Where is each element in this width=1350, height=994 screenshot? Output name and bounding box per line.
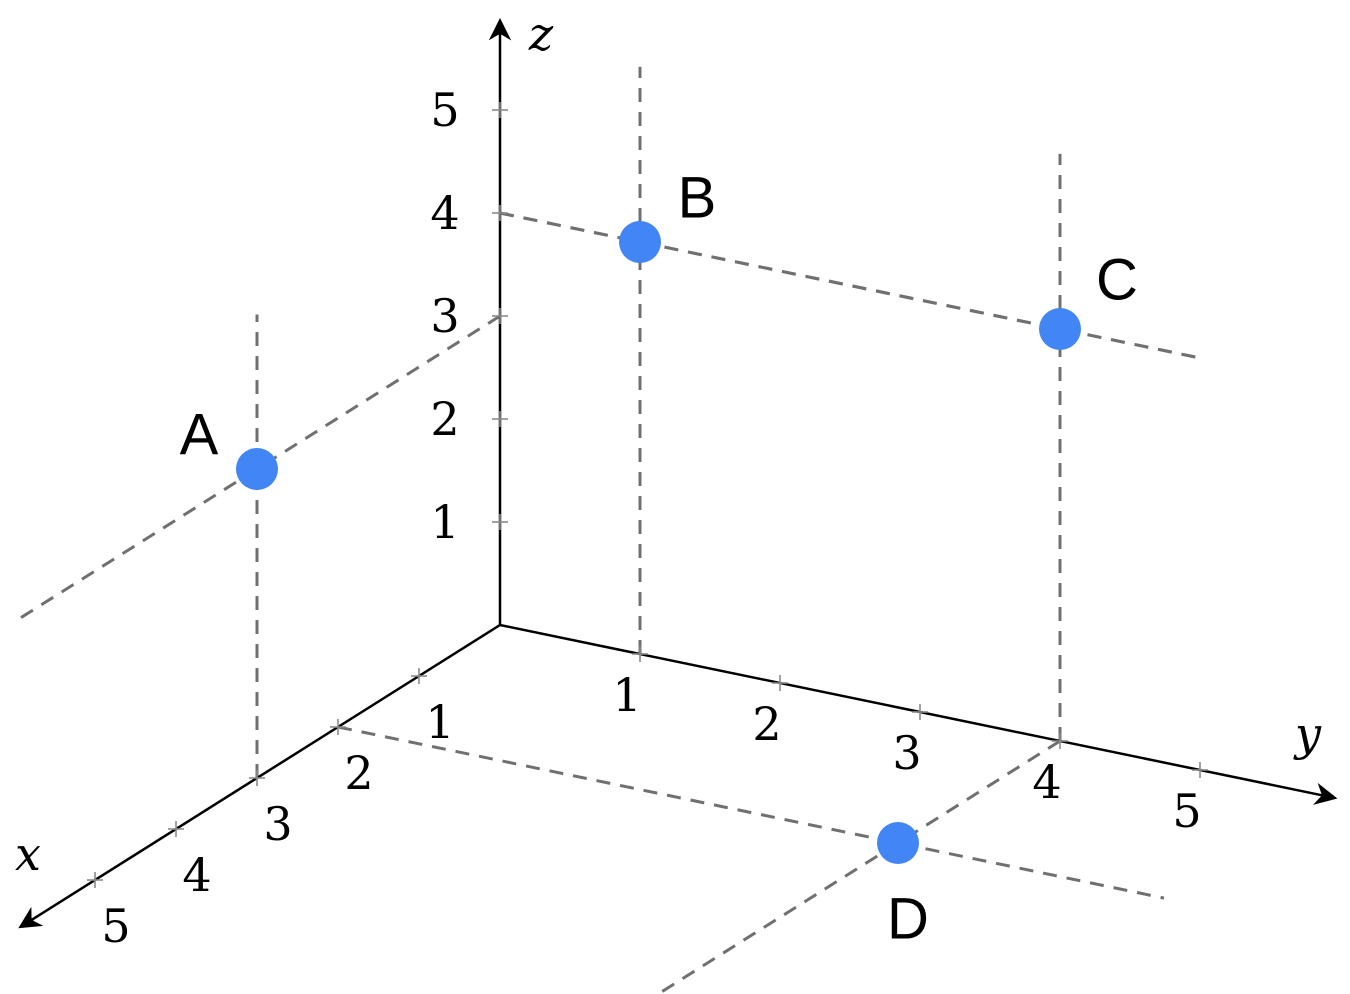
- y-tick-label-5: 5: [1172, 784, 1201, 838]
- z-tick-label-5: 5: [430, 83, 459, 137]
- projection-guides: [13, 66, 1201, 994]
- guide-C-horizontal: [499, 211, 1201, 360]
- x-tick-label-3: 3: [263, 797, 292, 851]
- point-A: [236, 448, 278, 490]
- z-axis-label: z: [528, 7, 554, 61]
- point-C: [1039, 308, 1081, 350]
- y-tick-label-3: 3: [892, 726, 921, 780]
- y-tick-label-1: 1: [612, 668, 641, 722]
- point-B: [619, 221, 661, 263]
- axis-ticks: [87, 102, 1208, 888]
- z-tick-label-1: 1: [430, 495, 459, 549]
- x-tick-label-4: 4: [182, 848, 211, 902]
- x-axis-label: x: [15, 827, 41, 881]
- guide-D-x-parallel: [655, 739, 1061, 994]
- point-D: [877, 822, 919, 864]
- x-tick-label-1: 1: [425, 695, 454, 749]
- point-label-A: A: [180, 402, 219, 467]
- y-tick-label-2: 2: [752, 697, 781, 751]
- point-label-C: C: [1096, 247, 1138, 312]
- point-label-B: B: [678, 165, 717, 230]
- x-tick-label-2: 2: [344, 746, 373, 800]
- z-tick-label-3: 3: [430, 289, 459, 343]
- z-tick-label-2: 2: [430, 392, 459, 446]
- x-tick-label-5: 5: [101, 899, 130, 953]
- z-tick-label-4: 4: [430, 186, 459, 240]
- point-label-D: D: [887, 886, 929, 951]
- y-tick-label-4: 4: [1032, 755, 1061, 809]
- guide-D-y-parallel: [337, 725, 1165, 900]
- y-axis-label: y: [1293, 707, 1322, 761]
- points: A B C D: [180, 165, 1138, 951]
- x-axis: [18, 623, 501, 929]
